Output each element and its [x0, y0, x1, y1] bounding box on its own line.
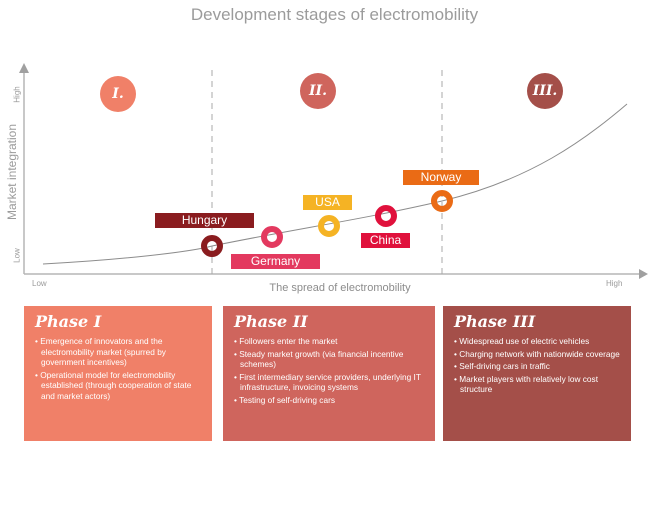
bullet-item: Market players with relatively low cost …: [454, 374, 621, 395]
phase-1-bullets: Emergence of innovators and the electrom…: [35, 336, 202, 402]
hungary-marker: [201, 235, 223, 257]
china-marker: [375, 205, 397, 227]
germany-label: Germany: [231, 254, 320, 269]
phase-3-title: Phase III: [454, 312, 536, 331]
norway-marker: [431, 190, 453, 212]
x-axis-low-label: Low: [32, 279, 47, 288]
hungary-label: Hungary: [155, 213, 254, 228]
y-axis-high-label: High: [12, 86, 22, 103]
bullet-item: Operational model for electromobility es…: [35, 370, 202, 402]
china-label: China: [361, 233, 410, 248]
phase-2-bullets: Followers enter the market Steady market…: [234, 336, 425, 406]
phase-2-marker: II.: [300, 73, 336, 109]
phase-2-box: Phase II Followers enter the market Stea…: [223, 306, 435, 441]
bullet-item: Steady market growth (via financial ince…: [234, 349, 425, 370]
x-axis-arrow-icon: [639, 269, 648, 279]
bullet-item: Testing of self-driving cars: [234, 395, 425, 406]
x-axis-high-label: High: [606, 279, 623, 288]
growth-curve: [42, 103, 628, 265]
phase-1-title: Phase I: [35, 312, 102, 331]
diagram-title: Development stages of electromobility: [190, 5, 479, 24]
y-axis-arrow-icon: [19, 63, 29, 73]
x-axis-label: The spread of electromobility: [269, 282, 411, 294]
bullet-item: Self-driving cars in traffic: [454, 361, 621, 372]
bullet-item: Emergence of innovators and the electrom…: [35, 336, 202, 368]
bullet-item: Charging network with nationwide coverag…: [454, 349, 621, 360]
bullet-item: First intermediary service providers, un…: [234, 372, 425, 393]
y-axis-low-label: Low: [12, 248, 22, 263]
bullet-item: Widespread use of electric vehicles: [454, 336, 621, 347]
y-axis-label: Market integration: [5, 123, 19, 221]
chart-canvas: [19, 63, 648, 279]
phase-3-marker: III.: [527, 73, 563, 109]
usa-label: USA: [303, 195, 352, 210]
phase-2-title: Phase II: [234, 312, 308, 331]
bullet-item: Followers enter the market: [234, 336, 425, 347]
phase-1-marker: I.: [100, 76, 136, 112]
phase-3-bullets: Widespread use of electric vehicles Char…: [454, 336, 621, 395]
phase-3-box: Phase III Widespread use of electric veh…: [443, 306, 631, 441]
norway-label: Norway: [403, 170, 479, 185]
germany-marker: [261, 226, 283, 248]
usa-marker: [318, 215, 340, 237]
phase-1-box: Phase I Emergence of innovators and the …: [24, 306, 212, 441]
